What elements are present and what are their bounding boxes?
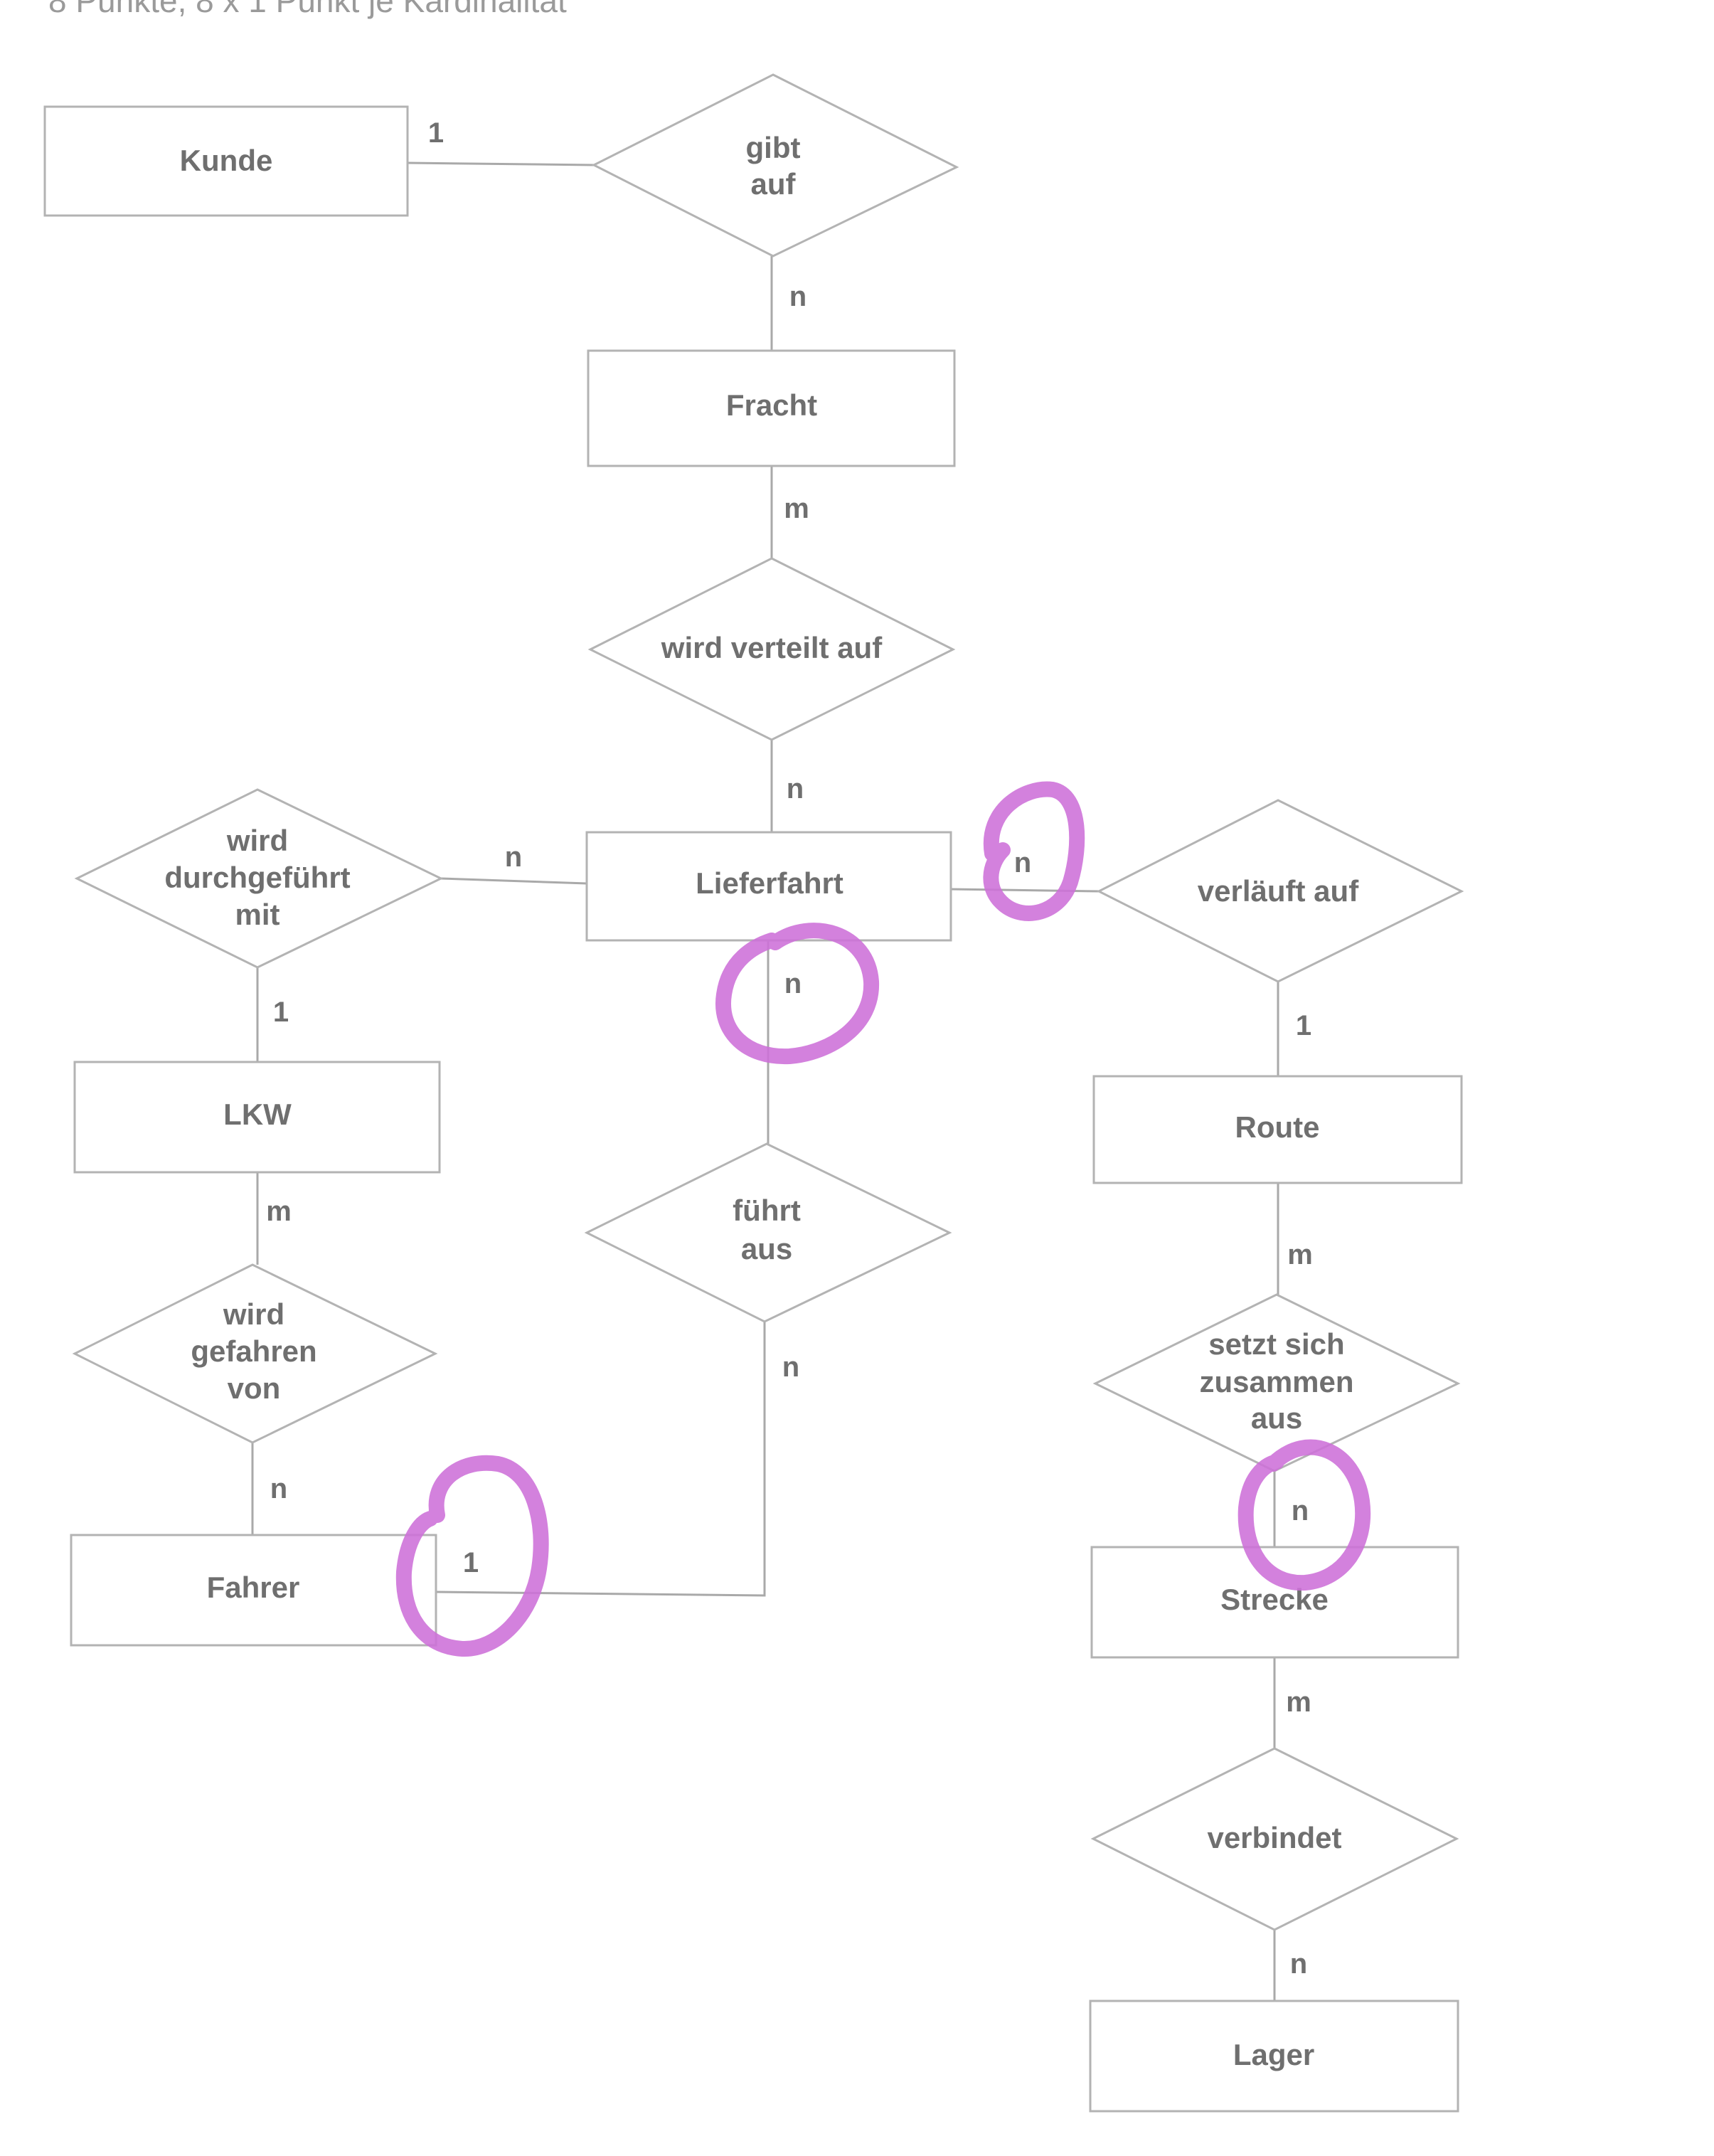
entity-lager: Lager <box>1089 2000 1459 2113</box>
cardinality-verlaeuft-route: 1 <box>1296 1010 1311 1041</box>
entity-kunde-label: Kunde <box>180 144 273 177</box>
entity-lager-label: Lager <box>1233 2038 1314 2071</box>
relationship-fuehrt-aus-line2: aus <box>741 1232 792 1265</box>
connector-kunde-gibtauf <box>407 161 595 166</box>
entity-route-label: Route <box>1235 1110 1320 1144</box>
relationship-setzt-sich-zusammen-aus-line1: setzt sich <box>1208 1327 1344 1361</box>
highlight-circle-lieferfahrt-fuehrtaus <box>715 923 880 1065</box>
relationship-wird-durchgefuehrt-mit-line3: mit <box>235 898 280 931</box>
entity-fahrer-label: Fahrer <box>207 1571 300 1604</box>
cardinality-lieferfahrt-durchgefuehrt: n <box>505 841 522 873</box>
highlight-circle-setzt-strecke <box>1237 1439 1371 1591</box>
relationship-wird-durchgefuehrt-mit: wird durchgeführt mit <box>74 788 444 969</box>
connector-durchgefuehrt-lieferfahrt <box>440 877 587 885</box>
cardinality-setzt-strecke: n <box>1292 1495 1309 1526</box>
cardinality-gefahren-fahrer: n <box>270 1473 287 1504</box>
cardinality-fuehrtaus-fahrer: n <box>782 1352 799 1383</box>
connectors <box>251 161 1279 2001</box>
relationship-setzt-sich-zusammen-aus-line3: aus <box>1251 1401 1302 1435</box>
relationship-wird-gefahren-von-line2: gefahren <box>191 1334 316 1368</box>
highlight-circle-lieferfahrt-verlaeuft <box>983 781 1085 921</box>
entity-lieferfahrt: Lieferfahrt <box>585 831 952 942</box>
relationship-gibt-auf-line2: auf <box>751 167 797 201</box>
highlight-circle-fahrer-fuehrtaus <box>395 1455 549 1657</box>
relationship-wird-verteilt-auf: wird verteilt auf <box>587 557 956 741</box>
cardinality-fracht-verteilt: m <box>784 493 809 524</box>
cardinality-kunde-gibtauf: 1 <box>428 117 444 149</box>
entity-route: Route <box>1092 1075 1463 1184</box>
cardinality-lieferfahrt-fuehrtaus: n <box>784 968 802 999</box>
cardinality-strecke-verbindet: m <box>1286 1687 1311 1718</box>
relationship-wird-gefahren-von: wird gefahren von <box>72 1263 438 1444</box>
entity-fahrer: Fahrer <box>70 1534 437 1647</box>
relationship-gibt-auf-line1: gibt <box>746 131 801 164</box>
relationship-verbindet: verbindet <box>1090 1747 1459 1931</box>
entity-lkw-label: LKW <box>223 1098 292 1131</box>
relationship-wird-durchgefuehrt-mit-line2: durchgeführt <box>164 861 350 894</box>
cardinality-lkw-gefahren: m <box>266 1196 292 1227</box>
connector-fuehrtaus-fahrer <box>435 1322 766 1597</box>
cardinality-lieferfahrt-verlaeuft: n <box>1014 847 1031 878</box>
entity-kunde: Kunde <box>43 105 409 217</box>
highlight-marks <box>395 781 1371 1657</box>
relationship-fuehrt-aus: führt aus <box>584 1142 952 1323</box>
relationship-verlaeuft-auf: verläuft auf <box>1096 799 1464 983</box>
relationship-setzt-sich-zusammen-aus-line2: zusammen <box>1199 1365 1353 1398</box>
cardinality-gibtauf-fracht: n <box>789 281 807 312</box>
relationship-verlaeuft-auf-line1: verläuft auf <box>1198 874 1359 908</box>
connector-lieferfahrt-verlaeuft <box>949 888 1100 893</box>
entity-lkw: LKW <box>73 1061 441 1174</box>
relationship-gibt-auf: gibt auf <box>591 73 959 257</box>
entity-fracht: Fracht <box>587 349 956 467</box>
cardinality-fahrer-fuehrtaus: 1 <box>463 1547 479 1578</box>
entity-fracht-label: Fracht <box>726 388 817 422</box>
relationship-wird-durchgefuehrt-mit-line1: wird <box>226 824 288 857</box>
cardinality-route-setzt: m <box>1287 1239 1313 1270</box>
cardinality-durchgefuehrt-lkw: 1 <box>273 997 289 1028</box>
cardinalities: 1 n m n n n n 1 1 m m n n 1 n m n <box>266 117 1313 1980</box>
relationship-wird-verteilt-auf-line1: wird verteilt auf <box>661 631 883 664</box>
relationship-setzt-sich-zusammen-aus: setzt sich zusammen aus <box>1092 1293 1461 1472</box>
relationship-fuehrt-aus-line1: führt <box>733 1194 801 1227</box>
relationship-verbindet-line1: verbindet <box>1207 1821 1341 1854</box>
cardinality-verteilt-lieferfahrt: n <box>787 773 804 804</box>
cardinality-verbindet-lager: n <box>1290 1948 1307 1980</box>
relationship-wird-gefahren-von-line1: wird <box>223 1297 284 1331</box>
entity-strecke: Strecke <box>1090 1546 1459 1659</box>
relationship-wird-gefahren-von-line3: von <box>228 1371 281 1405</box>
task-header: 8 Punkte, 8 x 1 Punkt je Kardinalität <box>48 0 567 19</box>
entity-lieferfahrt-label: Lieferfahrt <box>696 866 843 900</box>
